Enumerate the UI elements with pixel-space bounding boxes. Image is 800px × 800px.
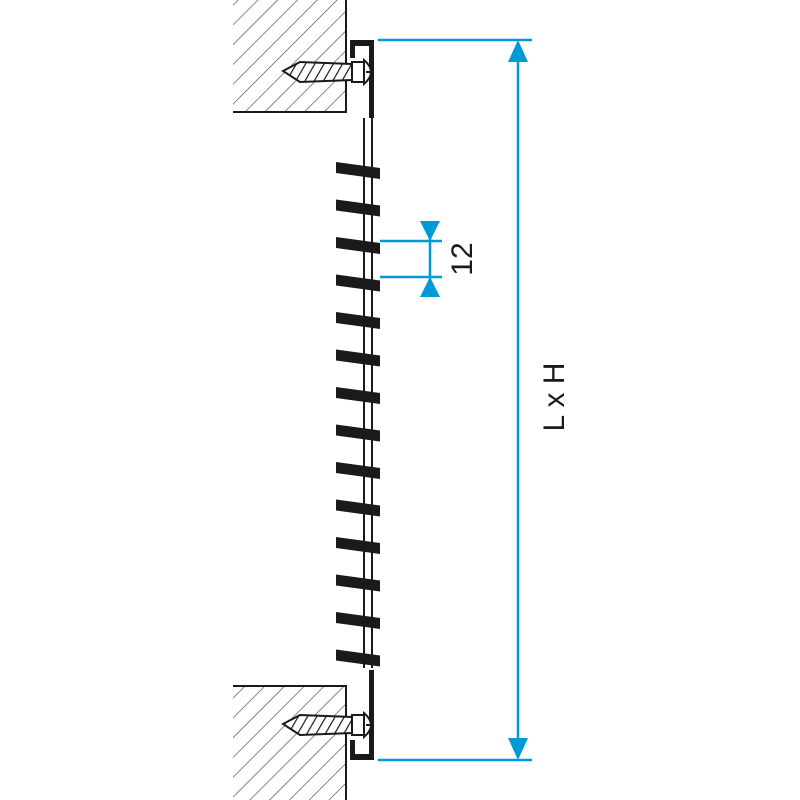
louver-slat bbox=[336, 537, 380, 554]
arrowhead-up bbox=[420, 277, 440, 297]
wall-section-hatch bbox=[233, 0, 346, 112]
louver-slat bbox=[336, 649, 380, 667]
slat-spacing-label: 12 bbox=[446, 242, 479, 275]
slat-spacing-dimension bbox=[380, 221, 442, 297]
wood-screw-icon bbox=[281, 57, 374, 87]
bottom-mounting-bracket bbox=[350, 670, 374, 760]
louver-slats bbox=[336, 162, 380, 667]
louver-slat bbox=[336, 237, 380, 254]
wall-outline bbox=[233, 685, 347, 800]
louver-slat bbox=[336, 387, 380, 404]
overall-size-label: L x H bbox=[538, 363, 571, 432]
louver-slat bbox=[336, 574, 380, 592]
arrowhead-up bbox=[508, 40, 528, 62]
louver-slat bbox=[336, 462, 380, 479]
wall-section-hatch bbox=[233, 686, 346, 800]
top-wall-section bbox=[233, 0, 347, 113]
louver-slat bbox=[336, 162, 380, 179]
overall-dimension bbox=[378, 38, 532, 762]
louver-slat bbox=[336, 349, 380, 367]
louver-slat bbox=[336, 612, 380, 629]
louver-slat bbox=[336, 424, 380, 442]
bottom-wall-section bbox=[233, 685, 347, 800]
arrowhead-down bbox=[420, 221, 440, 241]
louver-slat bbox=[336, 274, 380, 292]
louver-slat bbox=[336, 199, 380, 217]
louver-slat bbox=[336, 499, 380, 517]
arrowhead-down bbox=[508, 738, 528, 760]
wood-screw-icon bbox=[281, 710, 374, 740]
wall-outline bbox=[233, 0, 347, 113]
louver-slat bbox=[336, 312, 380, 329]
